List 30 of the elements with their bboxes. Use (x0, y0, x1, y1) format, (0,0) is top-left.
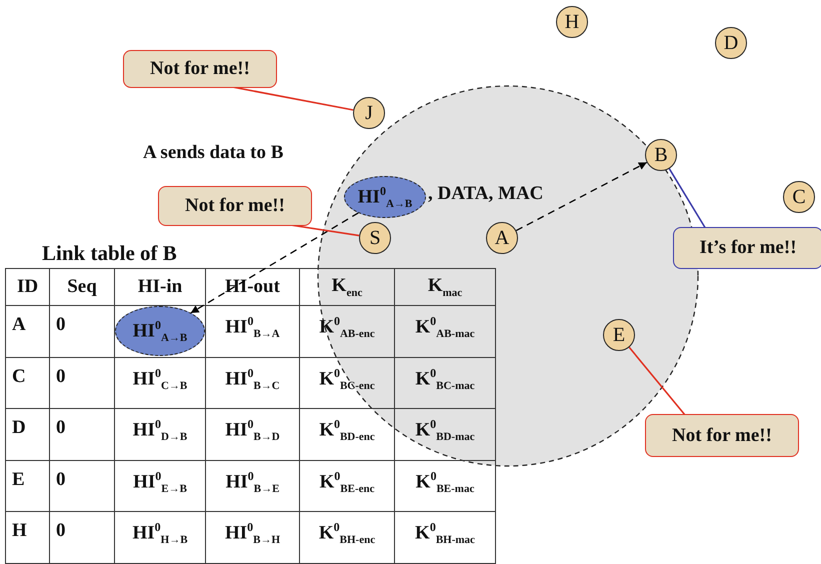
table-cell: 0 (50, 408, 114, 460)
table-cell: H (6, 512, 50, 563)
column-header: Seq (50, 268, 114, 306)
node-circle: D (715, 27, 747, 59)
node-circle: J (353, 97, 385, 129)
speech-bubble: Not for me!! (158, 186, 312, 226)
table-cell: 0 (50, 306, 114, 357)
table-cell: E (6, 460, 50, 512)
column-header: K$_{enc}$ (300, 268, 394, 306)
table-cell: D (6, 408, 50, 460)
speech-bubble: Not for me!! (645, 414, 799, 457)
speech-bubble: It’s for me!! (673, 227, 821, 269)
table-title: Link table of B (42, 241, 177, 266)
column-header: HI-out (206, 268, 300, 306)
node-circle: H (556, 6, 588, 38)
column-header: K$_{mac}$ (394, 268, 496, 306)
column-header: ID (6, 268, 50, 306)
arrow (190, 212, 359, 314)
node-circle: C (783, 181, 815, 213)
speech-bubble: Not for me!! (123, 50, 277, 88)
table-cell: 0 (50, 357, 114, 408)
column-header: HI-in (114, 268, 206, 306)
caption-text: A sends data to B (143, 142, 284, 164)
table-cell: A (6, 306, 50, 357)
packet-text: , DATA, MAC (428, 183, 544, 205)
node-circle: B (645, 139, 677, 171)
arrow (516, 162, 648, 232)
table-cell: 0 (50, 460, 114, 512)
table-cell: 0 (50, 512, 114, 563)
table-cell: C (6, 357, 50, 408)
